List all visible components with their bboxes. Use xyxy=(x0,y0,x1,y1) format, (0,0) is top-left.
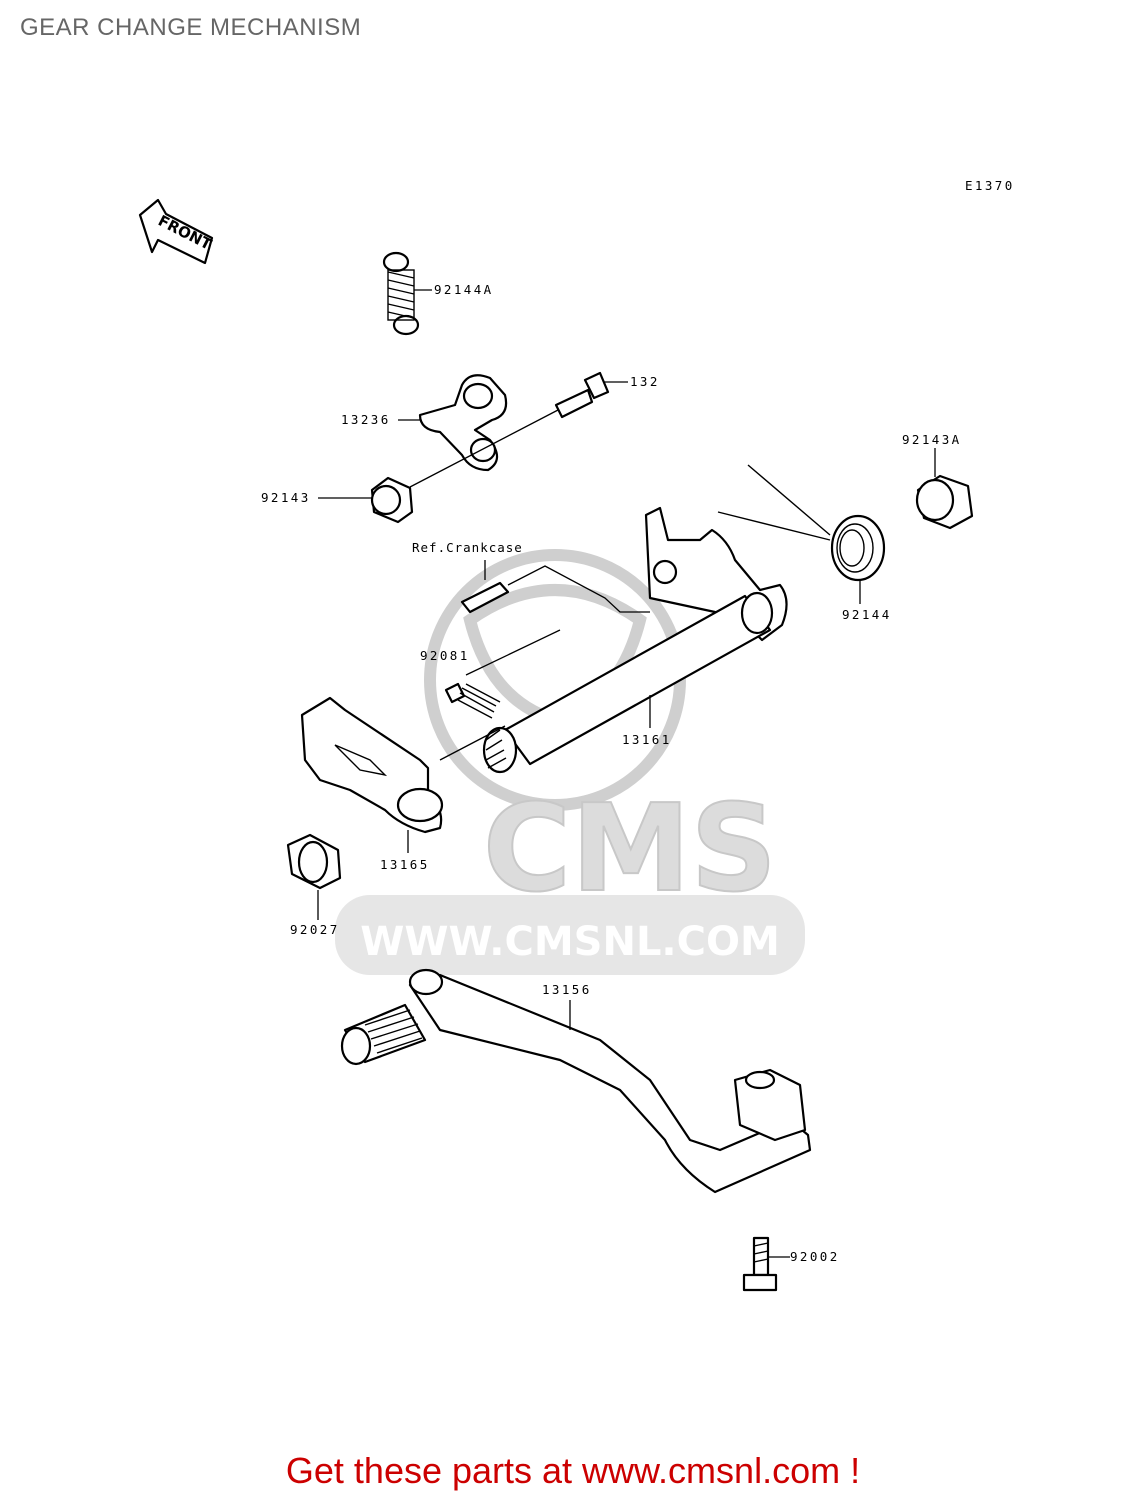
torsion-spring-92144 xyxy=(717,464,886,582)
cmsnl-watermark: CMS WWW.CMSNL.COM xyxy=(335,549,805,975)
page-title: GEAR CHANGE MECHANISM xyxy=(20,14,362,41)
label-92002: 92002 xyxy=(790,1249,840,1264)
label-92027: 92027 xyxy=(290,922,340,937)
watermark-url: WWW.CMSNL.COM xyxy=(360,919,780,965)
front-arrow-icon: FRONT xyxy=(138,198,215,265)
label-13156: 13156 xyxy=(542,982,592,997)
label-92143a: 92143A xyxy=(902,432,962,447)
label-ref-crankcase: Ref.Crankcase xyxy=(412,540,523,555)
label-13165: 13165 xyxy=(380,857,430,872)
bolt-132 xyxy=(554,371,610,419)
diagram-code: E1370 xyxy=(965,178,1015,193)
label-92081: 92081 xyxy=(420,648,470,663)
washer-92027 xyxy=(286,833,342,890)
collar-92143a xyxy=(915,474,974,530)
label-13236: 13236 xyxy=(341,412,391,427)
watermark-brand: CMS xyxy=(483,780,777,919)
label-92144a: 92144A xyxy=(434,282,494,297)
label-132: 132 xyxy=(630,374,660,389)
shift-pedal-13156 xyxy=(340,968,812,1194)
spring-92144a xyxy=(382,251,420,336)
get-parts-link[interactable]: Get these parts at www.cmsnl.com ! xyxy=(285,1450,861,1491)
spring-92081 xyxy=(444,682,501,719)
shift-shaft-13161 xyxy=(482,506,788,774)
collar-92143 xyxy=(370,476,414,524)
label-13161: 13161 xyxy=(622,732,672,747)
plate-13236 xyxy=(418,374,508,472)
label-92143: 92143 xyxy=(261,490,311,505)
label-92144: 92144 xyxy=(842,607,892,622)
bolt-92002 xyxy=(742,1236,778,1292)
shift-arm-13165 xyxy=(300,696,444,834)
pin-ref-crankcase xyxy=(460,581,510,614)
